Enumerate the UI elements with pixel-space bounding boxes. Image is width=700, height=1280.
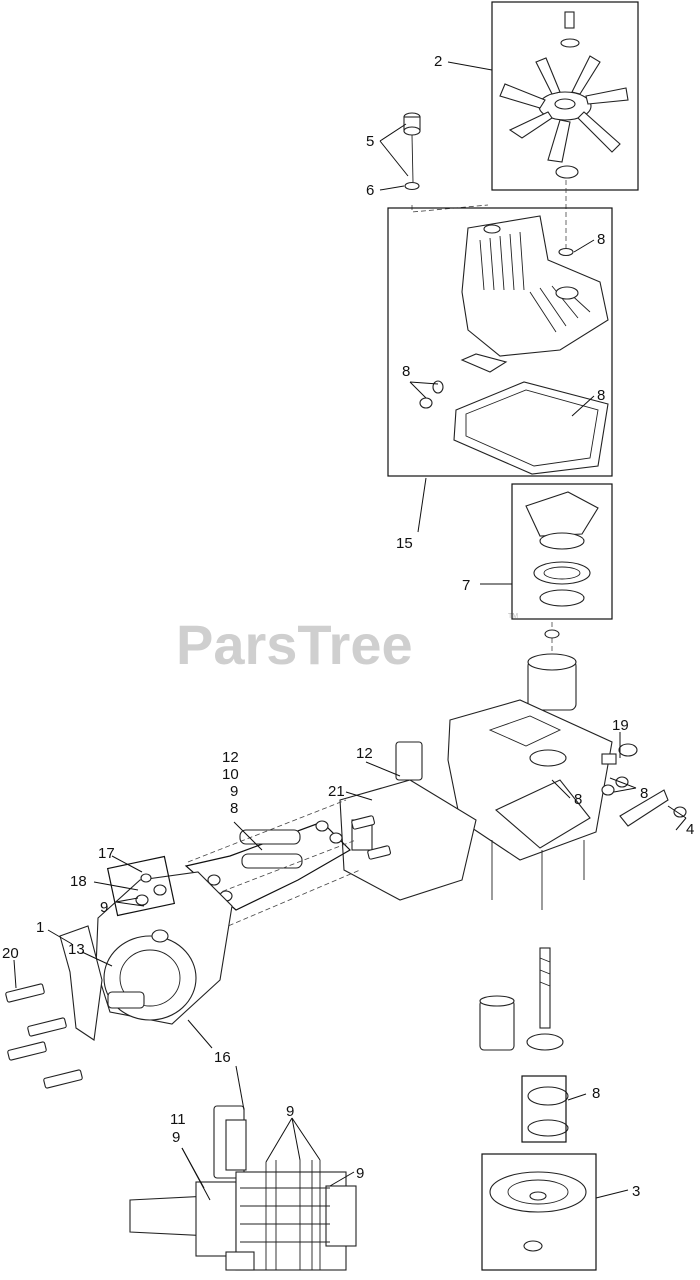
callout-16: 16	[214, 1049, 231, 1066]
watermark-text: ParsTree	[176, 613, 413, 676]
callout-8-cover-left: 8	[402, 363, 410, 380]
end-cap-drawing	[339, 741, 477, 901]
housing-cover-drawing	[419, 215, 609, 475]
callout-9-inset-right: 9	[356, 1165, 364, 1182]
callout-4: 4	[686, 821, 694, 838]
pulley-drawing	[489, 1171, 587, 1252]
watermark-trademark: TM	[508, 613, 518, 620]
callout-9-inset-left: 9	[172, 1129, 180, 1146]
input-shaft-drawing	[479, 947, 569, 1137]
leader-lines	[13, 61, 687, 1201]
shaft-bearing-box	[521, 1075, 567, 1143]
dipstick-drawing	[403, 112, 421, 191]
callout-8-housing-right: 8	[640, 785, 648, 802]
callout-21: 21	[328, 783, 345, 800]
callout-5: 5	[366, 133, 374, 150]
dipstick-leader-line	[411, 204, 489, 213]
mounting-bolts-drawing	[5, 815, 392, 1089]
assembly-axis-lines	[187, 799, 361, 933]
callout-13: 13	[68, 941, 85, 958]
callout-18: 18	[70, 873, 87, 890]
center-housing-drawing	[447, 629, 687, 910]
valve-plate-kit-drawing	[184, 820, 351, 911]
housing-cover-box	[387, 207, 613, 477]
callout-8-bearing: 8	[592, 1085, 600, 1102]
callout-3: 3	[632, 1183, 640, 1200]
callout-12-stack: 12	[222, 749, 239, 766]
callout-9-inset-top: 9	[286, 1103, 294, 1120]
callout-17: 17	[98, 845, 115, 862]
callout-10: 10	[222, 766, 239, 783]
callout-6: 6	[366, 182, 374, 199]
callout-1: 1	[36, 919, 44, 936]
callout-8-gasket: 8	[597, 387, 605, 404]
callout-9-left: 9	[100, 899, 108, 916]
callout-15: 15	[396, 535, 413, 552]
callout-labels: 2 5 6 8 8 8 15 7 12 10 9 8 12 21 19 8 8 …	[2, 53, 694, 1200]
callout-8-top: 8	[597, 231, 605, 248]
callout-20: 20	[2, 945, 19, 962]
fan-assembly-box	[491, 1, 639, 191]
callout-9-stack: 9	[230, 783, 238, 800]
callout-11: 11	[170, 1111, 186, 1128]
motor-housing-drawing	[59, 855, 233, 1041]
cooling-fan-drawing	[499, 11, 629, 179]
callout-12-bracket: 12	[356, 745, 373, 762]
callout-8-stack: 8	[230, 800, 238, 817]
pulley-box	[481, 1153, 597, 1271]
sectional-inset-drawing	[129, 1105, 357, 1271]
callout-2: 2	[434, 53, 442, 70]
thrust-bearing-box	[511, 483, 613, 620]
callout-7: 7	[462, 577, 470, 594]
callout-8-housing-mid: 8	[574, 791, 582, 808]
thrust-bearing-drawing	[525, 491, 599, 607]
callout-19: 19	[612, 717, 629, 734]
